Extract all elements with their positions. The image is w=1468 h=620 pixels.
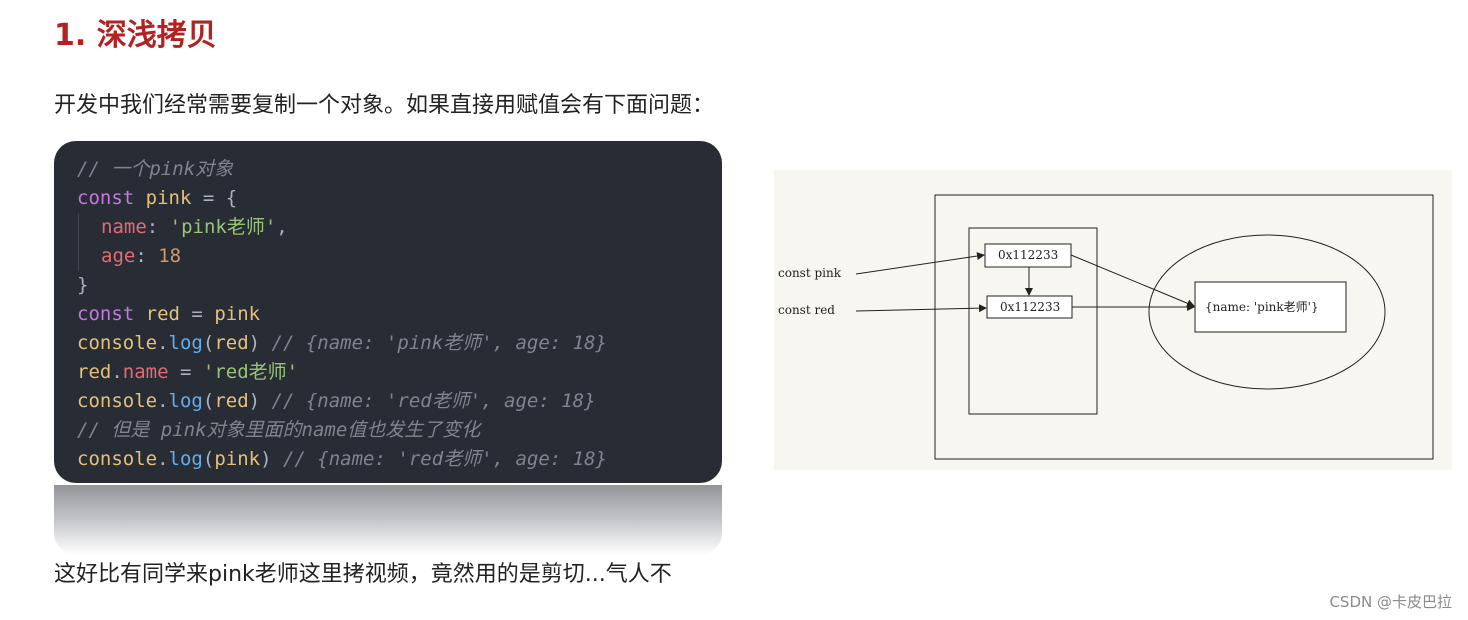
code-object: console [77, 390, 158, 412]
code-function: log [168, 390, 203, 412]
code-punctuation: ) [248, 332, 261, 354]
code-function: log [168, 332, 203, 354]
heap-ellipse [1148, 234, 1386, 390]
code-block-reflection: console.log(pink) // {name: 'red老师', age… [54, 485, 722, 555]
outro-paragraph: 这好比有同学来pink老师这里拷视频，竟然用的是剪切...气人不 [54, 562, 672, 587]
code-line-11: console.log(pink) // {name: 'red老师', age… [77, 445, 722, 474]
code-comment: // {name: 'red老师', age: 18} [282, 448, 607, 470]
code-line-5: } [77, 271, 722, 300]
code-punctuation: . [157, 448, 169, 470]
label-const-red: const red [778, 303, 835, 317]
section-heading: 1. 深浅拷贝 [54, 18, 217, 53]
code-punctuation: ( [202, 448, 215, 470]
code-line-2: const pink = { [77, 184, 722, 213]
code-punctuation: ( [202, 332, 215, 354]
code-punctuation: , [276, 216, 288, 238]
arrow-pink-to-address [855, 252, 985, 275]
code-variable: red [214, 390, 249, 412]
code-comment: // 但是 pink对象里面的name值也发生了变化 [77, 419, 481, 441]
code-punctuation: ) [260, 448, 272, 470]
code-string: 'pink老师' [169, 216, 277, 238]
heap-object-text: {name: 'pink老师'} [1205, 300, 1319, 314]
code-number: 18 [158, 245, 182, 267]
csdn-watermark: CSDN @卡皮巴拉 [1329, 593, 1452, 611]
code-punctuation: : [135, 245, 159, 267]
memory-diagram-svg: const pink const red 0x112233 0x112233 {… [778, 194, 1434, 460]
code-property: age [101, 245, 136, 267]
code-keyword: const [77, 303, 135, 325]
intro-paragraph: 开发中我们经常需要复制一个对象。如果直接用赋值会有下面问题： [54, 93, 715, 118]
code-object: console [77, 448, 158, 470]
code-line-1: // 一个pink对象 [77, 155, 722, 184]
code-comment: // {name: 'red老师', age: 18} [271, 390, 596, 412]
code-block: // 一个pink对象 const pink = { name: 'pink老师… [54, 141, 722, 483]
code-variable: red [214, 332, 249, 354]
code-object: red [77, 361, 112, 383]
arrow-pink-to-object [1070, 254, 1195, 308]
code-punctuation: ) [248, 390, 261, 412]
code-line-8: red.name = 'red老师' [77, 358, 722, 387]
address-pink: 0x112233 [998, 248, 1058, 262]
code-variable: pink [214, 448, 261, 470]
arrow-red-to-address [855, 304, 987, 313]
code-punctuation: . [157, 332, 169, 354]
code-object: console [77, 332, 158, 354]
memory-outer-frame [934, 194, 1434, 460]
code-property: name [122, 361, 169, 383]
stack-frame [968, 227, 1098, 415]
code-punctuation: . [157, 390, 169, 412]
reflection-text: console.log(pink) // {name: 'red老师', age… [77, 485, 607, 489]
code-property: name [101, 216, 147, 238]
code-comment: // {name: 'pink老师', age: 18} [271, 332, 607, 354]
code-line-9: console.log(red) // {name: 'red老师', age:… [77, 387, 722, 416]
code-punctuation: ( [202, 390, 215, 412]
code-string: 'red老师' [202, 361, 299, 383]
code-keyword: const [77, 187, 135, 209]
code-line-3: name: 'pink老师', [78, 213, 722, 242]
heap-object-box [1194, 281, 1347, 333]
code-punctuation: = [168, 361, 203, 383]
memory-diagram: const pink const red 0x112233 0x112233 {… [774, 170, 1452, 470]
code-variable: red [145, 303, 180, 325]
address-red: 0x112233 [1000, 300, 1060, 314]
code-line-4: age: 18 [78, 242, 722, 271]
code-line-10: // 但是 pink对象里面的name值也发生了变化 [77, 416, 722, 445]
code-punctuation: : [146, 216, 170, 238]
code-punctuation: = [179, 303, 215, 325]
code-punctuation: . [111, 361, 123, 383]
code-variable: pink [214, 303, 261, 325]
code-variable: pink [145, 187, 192, 209]
code-line-6: const red = pink [77, 300, 722, 329]
code-comment: // 一个pink对象 [77, 158, 234, 180]
code-punctuation: } [77, 274, 89, 296]
label-const-pink: const pink [778, 266, 842, 280]
code-punctuation: = { [191, 187, 238, 209]
code-line-7: console.log(red) // {name: 'pink老师', age… [77, 329, 722, 358]
code-function: log [168, 448, 203, 470]
